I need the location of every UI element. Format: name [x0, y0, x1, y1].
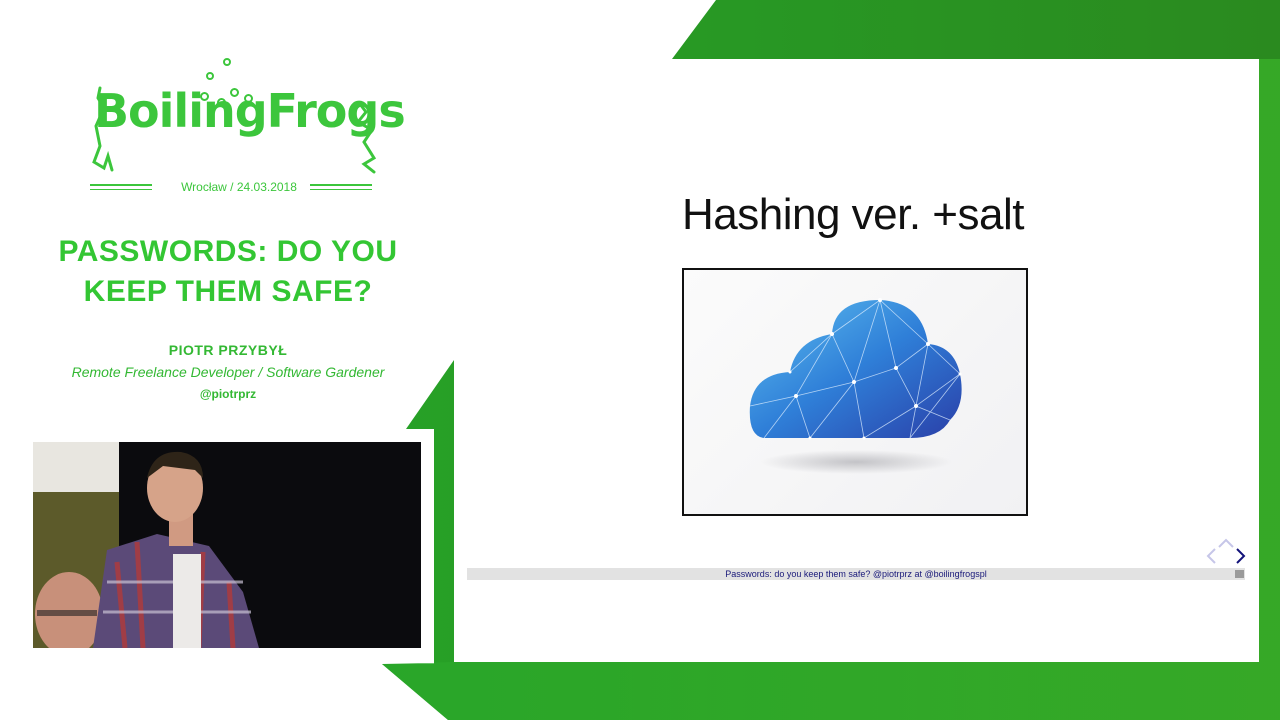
bubble-icon — [200, 92, 209, 101]
frog-left-icon — [92, 86, 114, 172]
slide-title: Hashing ver. +salt — [682, 190, 1024, 239]
speaker-handle: @piotrprz — [199, 387, 257, 401]
nav-up-arrow[interactable] — [1215, 532, 1237, 554]
slide-footer: Passwords: do you keep them safe? @piotr… — [467, 568, 1245, 580]
divider — [310, 184, 372, 186]
talk-title: PASSWORDS: DO YOU KEEP THEM SAFE? — [20, 232, 436, 312]
conference-logo: BoilingFrogs Wrocław / 24.03.2018 — [84, 58, 406, 198]
bubble-icon — [244, 94, 253, 103]
divider — [90, 189, 152, 190]
bubble-icon — [206, 72, 214, 80]
divider — [90, 184, 152, 186]
bubble-icon — [230, 88, 239, 97]
speaker-role: Remote Freelance Developer / Software Ga… — [71, 364, 385, 380]
speaker-video-scene — [33, 442, 421, 648]
bubble-icon — [217, 98, 226, 107]
speaker-video — [33, 442, 421, 648]
slide-image — [682, 268, 1028, 516]
nav-left-arrow[interactable] — [1200, 545, 1222, 567]
slide-footer-text: Passwords: do you keep them safe? @piotr… — [725, 569, 987, 579]
talk-title-line: PASSWORDS: DO YOU — [58, 235, 398, 268]
frog-right-icon — [355, 102, 377, 174]
polygon-cloud-icon — [749, 298, 962, 474]
slide-menu-icon[interactable] — [1235, 570, 1244, 578]
logo-wordmark: BoilingFrogs — [94, 84, 406, 138]
talk-title-line: KEEP THEM SAFE? — [83, 275, 373, 308]
speaker-name: PIOTR PRZYBYŁ — [168, 342, 288, 358]
bubble-icon — [223, 58, 231, 66]
nav-right-arrow[interactable] — [1230, 545, 1252, 567]
location-date: Wrocław / 24.03.2018 — [181, 180, 297, 194]
divider — [310, 189, 372, 190]
